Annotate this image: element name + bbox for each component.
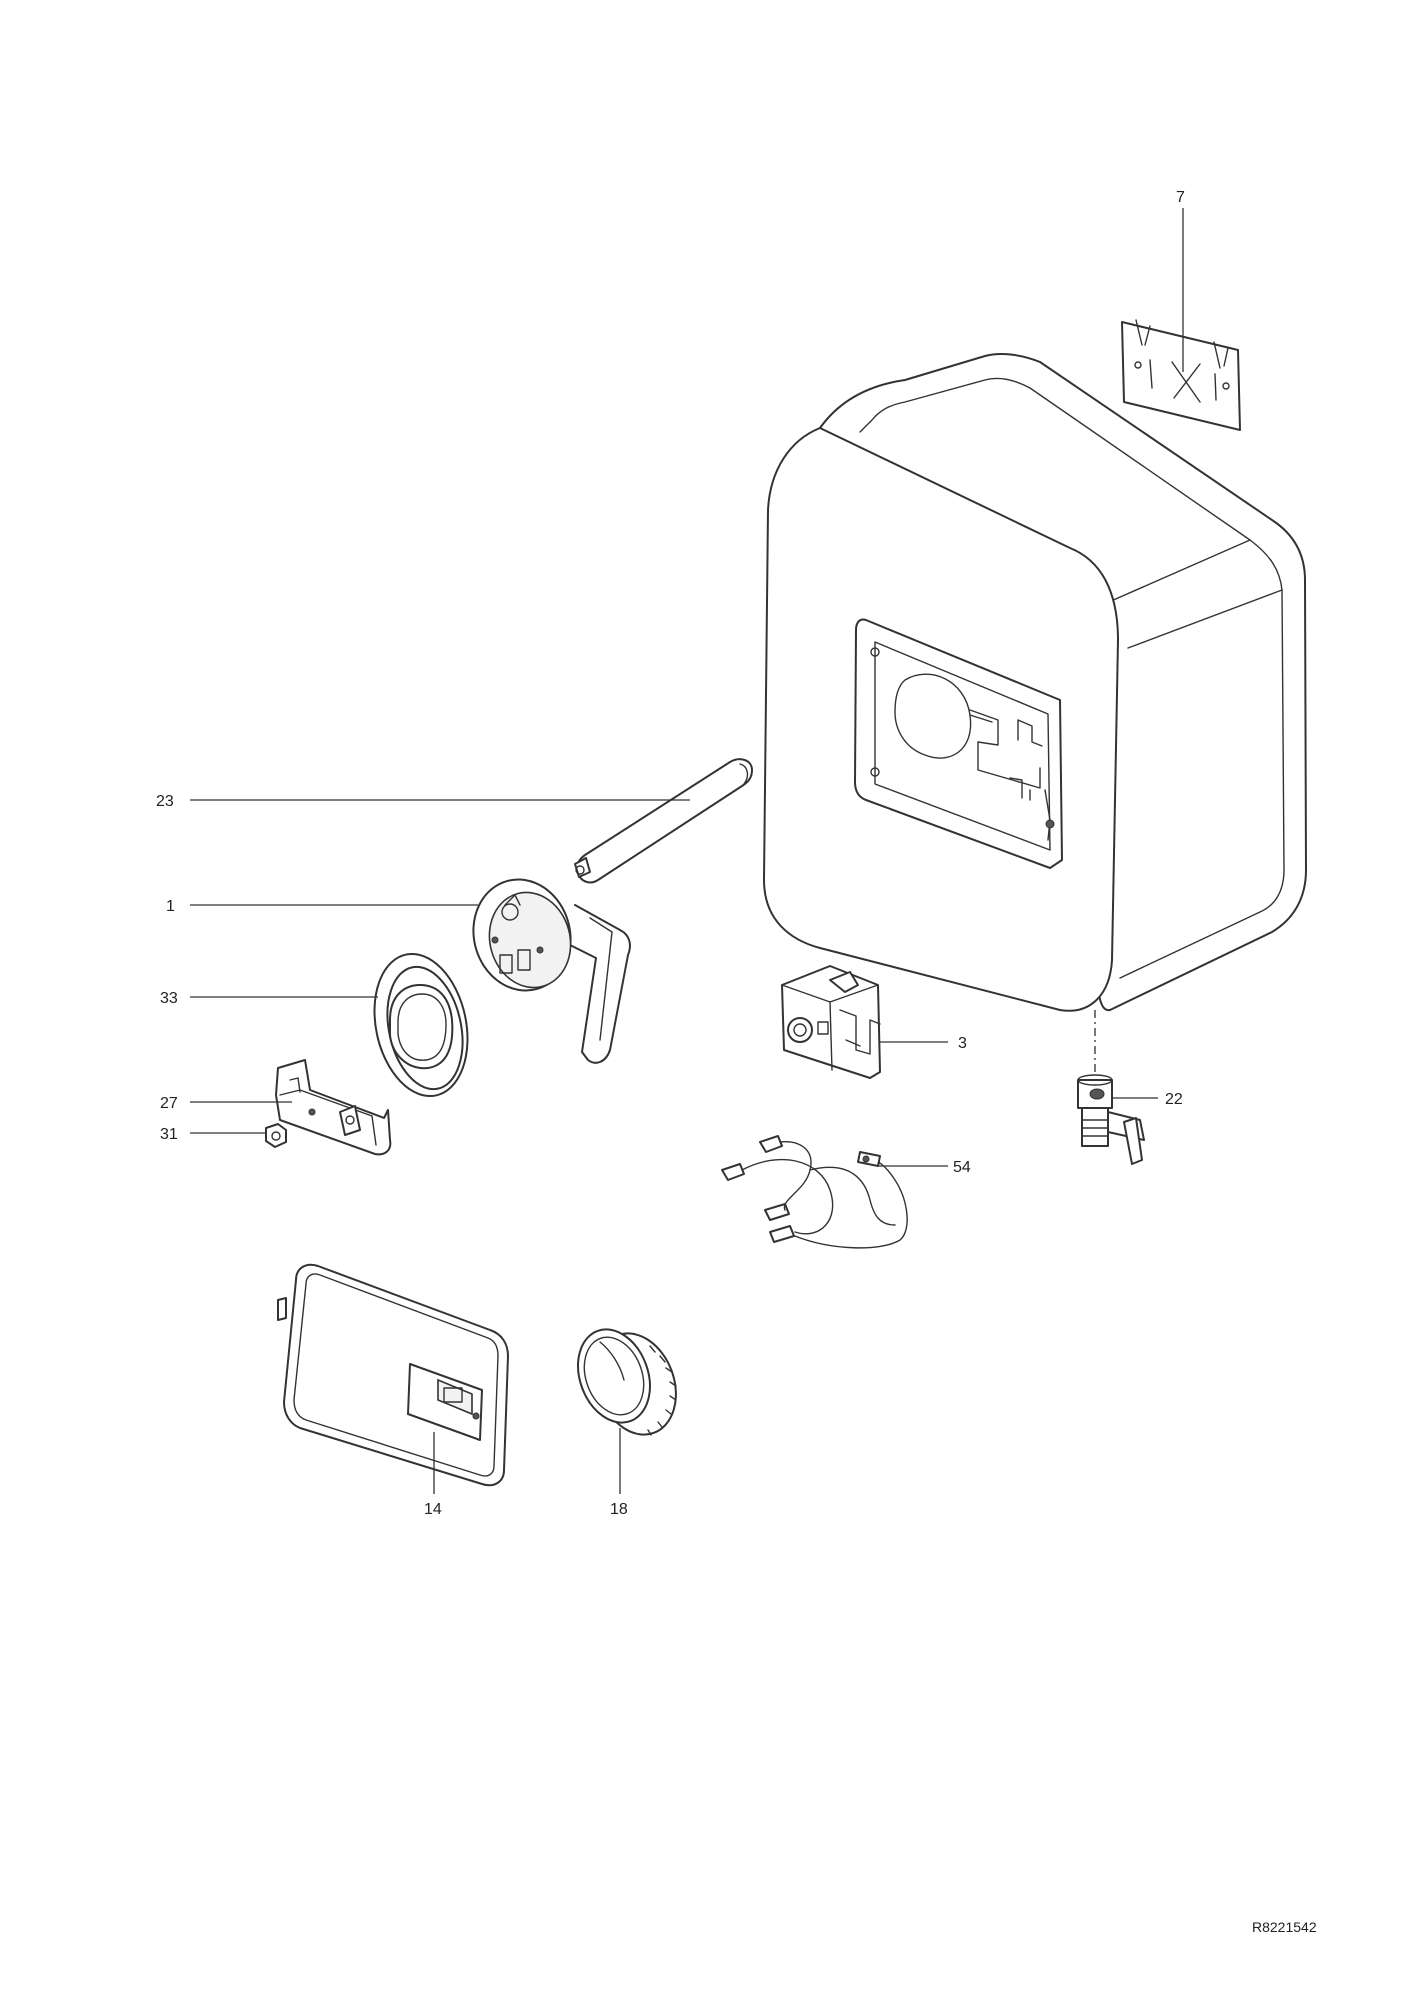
callout-1: 1 (166, 898, 175, 915)
part-14-front-cover (277, 1263, 509, 1487)
callout-22: 22 (1165, 1091, 1183, 1108)
callout-14: 14 (424, 1501, 442, 1518)
part-3-thermostat (781, 965, 881, 1079)
drawing-reference-code: R8221542 (1252, 1919, 1317, 1935)
callout-54: 54 (953, 1159, 971, 1176)
part-33-gasket (373, 952, 469, 1098)
callout-31: 31 (160, 1126, 178, 1143)
part-54-wiring-harness (721, 1135, 908, 1249)
water-heater-tank (763, 353, 1307, 1012)
part-27-clamp-bracket (275, 1059, 392, 1156)
callout-23: 23 (156, 793, 174, 810)
part-18-control-knob (577, 1328, 677, 1436)
callout-7: 7 (1176, 189, 1185, 206)
leader-lines (190, 208, 1184, 1494)
part-23-anode-rod (574, 758, 753, 884)
callout-labels: 7 23 1 33 27 31 3 22 54 14 18 (156, 189, 1185, 1518)
callout-18: 18 (610, 1501, 628, 1518)
callout-3: 3 (958, 1035, 967, 1052)
callout-27: 27 (160, 1095, 178, 1112)
part-22-safety-valve (1077, 1074, 1145, 1165)
part-7-mounting-bracket (1121, 319, 1241, 431)
part-31-nut (265, 1123, 287, 1148)
part-1-heating-element (472, 878, 631, 1064)
callout-33: 33 (160, 990, 178, 1007)
